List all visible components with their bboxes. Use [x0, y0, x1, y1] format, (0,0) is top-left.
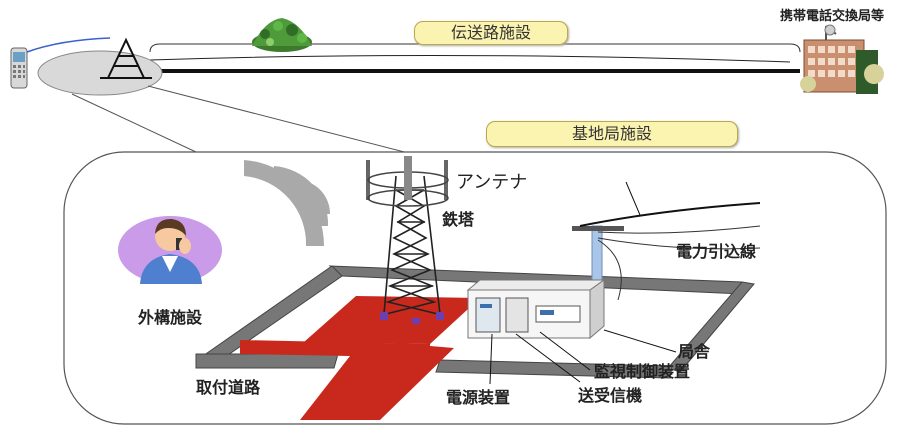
- exchange-building-icon: [800, 24, 884, 94]
- transceiver-label: 送受信機: [578, 386, 643, 405]
- radio-wave-icon: [244, 160, 331, 246]
- access-road: [240, 296, 480, 420]
- monitoring-control-label: 監視制御装置: [594, 362, 691, 381]
- transmission-line: [149, 54, 800, 73]
- perimeter-facility-label: 外構施設: [138, 308, 203, 327]
- leader-lines: [489, 181, 677, 385]
- steel-tower: [383, 175, 441, 315]
- transmission-facility-label: 伝送路施設: [414, 21, 568, 45]
- antenna-array: [366, 156, 449, 207]
- power-lead-in-label: 電力引込線: [676, 242, 757, 261]
- person-on-phone-icon: [118, 216, 222, 284]
- mountain-icon: [252, 18, 312, 52]
- station-building-label: 局舎: [678, 342, 711, 361]
- exchange-station-label: 携帯電話交換局等: [780, 9, 885, 24]
- cell-tower-icon: [100, 37, 152, 79]
- power-supply-label: 電源装置: [446, 388, 511, 407]
- antenna-label: アンテナ: [456, 172, 528, 193]
- access-road-label: 取付道路: [196, 378, 261, 397]
- steel-tower-label: 鉄塔: [442, 210, 475, 229]
- base-station-facility-label: 基地局施設: [486, 121, 738, 147]
- mobile-phone-icon: [10, 37, 111, 89]
- tower-coverage-ellipse: [37, 50, 163, 96]
- zoom-connectors: [71, 85, 417, 156]
- station-building: [466, 279, 606, 340]
- tower-base-pads: [380, 312, 444, 324]
